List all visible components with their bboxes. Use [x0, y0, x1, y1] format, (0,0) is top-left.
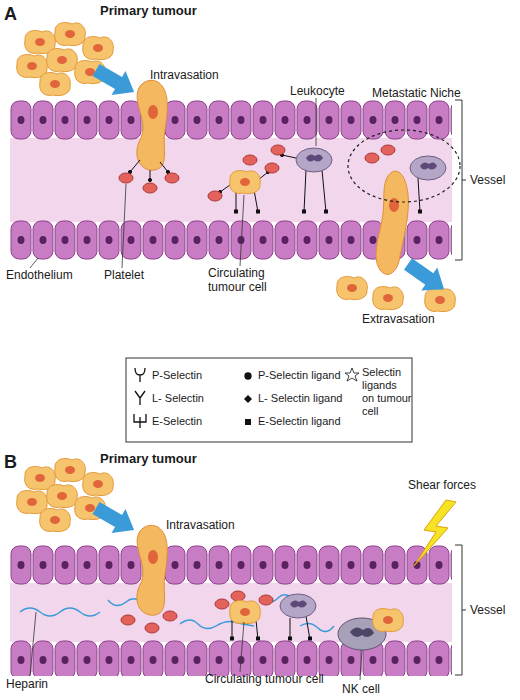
platelets	[121, 591, 273, 633]
circulating-tumour-cell	[230, 171, 261, 194]
leukocyte	[280, 594, 316, 618]
circulating-tumour-cell	[230, 601, 261, 624]
tumour-cluster	[17, 23, 114, 96]
leukocyte	[296, 148, 332, 172]
structure-label: Endothelium	[6, 268, 96, 282]
legend-text: Selectin ligands on tumour cell	[362, 366, 412, 418]
intravasation-arrow	[89, 58, 141, 104]
intravasating-cell	[137, 80, 167, 170]
vessel-bracket	[455, 100, 466, 260]
attacked-tumour-cell	[373, 609, 404, 632]
legend-text: P-Selectin ligand	[258, 369, 343, 382]
cell-label: NK cell	[342, 682, 412, 696]
cell-label: Circulating tumour cell	[208, 266, 288, 294]
extravasating-cell	[376, 171, 408, 274]
region-label: Metastatic Niche	[372, 86, 482, 100]
legend-text: L- Selectin	[152, 392, 242, 405]
metastatic-niche-outline	[348, 130, 460, 202]
panel-letter: B	[4, 452, 34, 472]
panel-heading: Primary tumour	[100, 4, 240, 18]
tumour-cluster	[17, 459, 114, 532]
process-label: Intravasation	[166, 518, 266, 532]
legend-text: E-Selectin	[152, 415, 242, 428]
intravasating-cell	[137, 525, 167, 615]
effect-label: Shear forces	[408, 478, 508, 492]
vessel-bracket	[455, 545, 466, 675]
leukocyte	[410, 156, 446, 180]
heparin-strands	[20, 595, 334, 632]
legend-symbols	[134, 368, 359, 428]
legend-text: P-Selectin	[152, 369, 242, 382]
extravasation-arrow	[400, 253, 452, 301]
endothelium-top	[10, 545, 452, 585]
structure-label: Vessel	[470, 603, 520, 617]
endothelium-bottom	[10, 640, 452, 676]
panel-heading: Primary tumour	[100, 452, 240, 466]
structure-label: Vessel	[470, 173, 520, 187]
legend-text: L- Selectin ligand	[258, 392, 343, 405]
legend-box	[126, 358, 412, 442]
intravasation-arrow	[89, 496, 141, 542]
process-label: Intravasation	[150, 68, 250, 82]
cell-label: Circulating tumour cell	[205, 672, 325, 686]
selectin-bonds	[128, 153, 421, 213]
structure-label: Heparin	[6, 677, 86, 691]
cell-label: Leukocyte	[290, 84, 370, 98]
cell-label: Platelet	[104, 268, 174, 282]
leader-lines	[30, 612, 362, 680]
process-label: Extravasation	[362, 312, 462, 326]
panel-letter: A	[4, 4, 34, 24]
endothelium-top	[10, 100, 452, 140]
shear-lightning	[414, 500, 456, 566]
legend-text: E-Selectin ligand	[258, 415, 343, 428]
platelets	[119, 145, 395, 201]
leader-lines	[30, 98, 316, 268]
